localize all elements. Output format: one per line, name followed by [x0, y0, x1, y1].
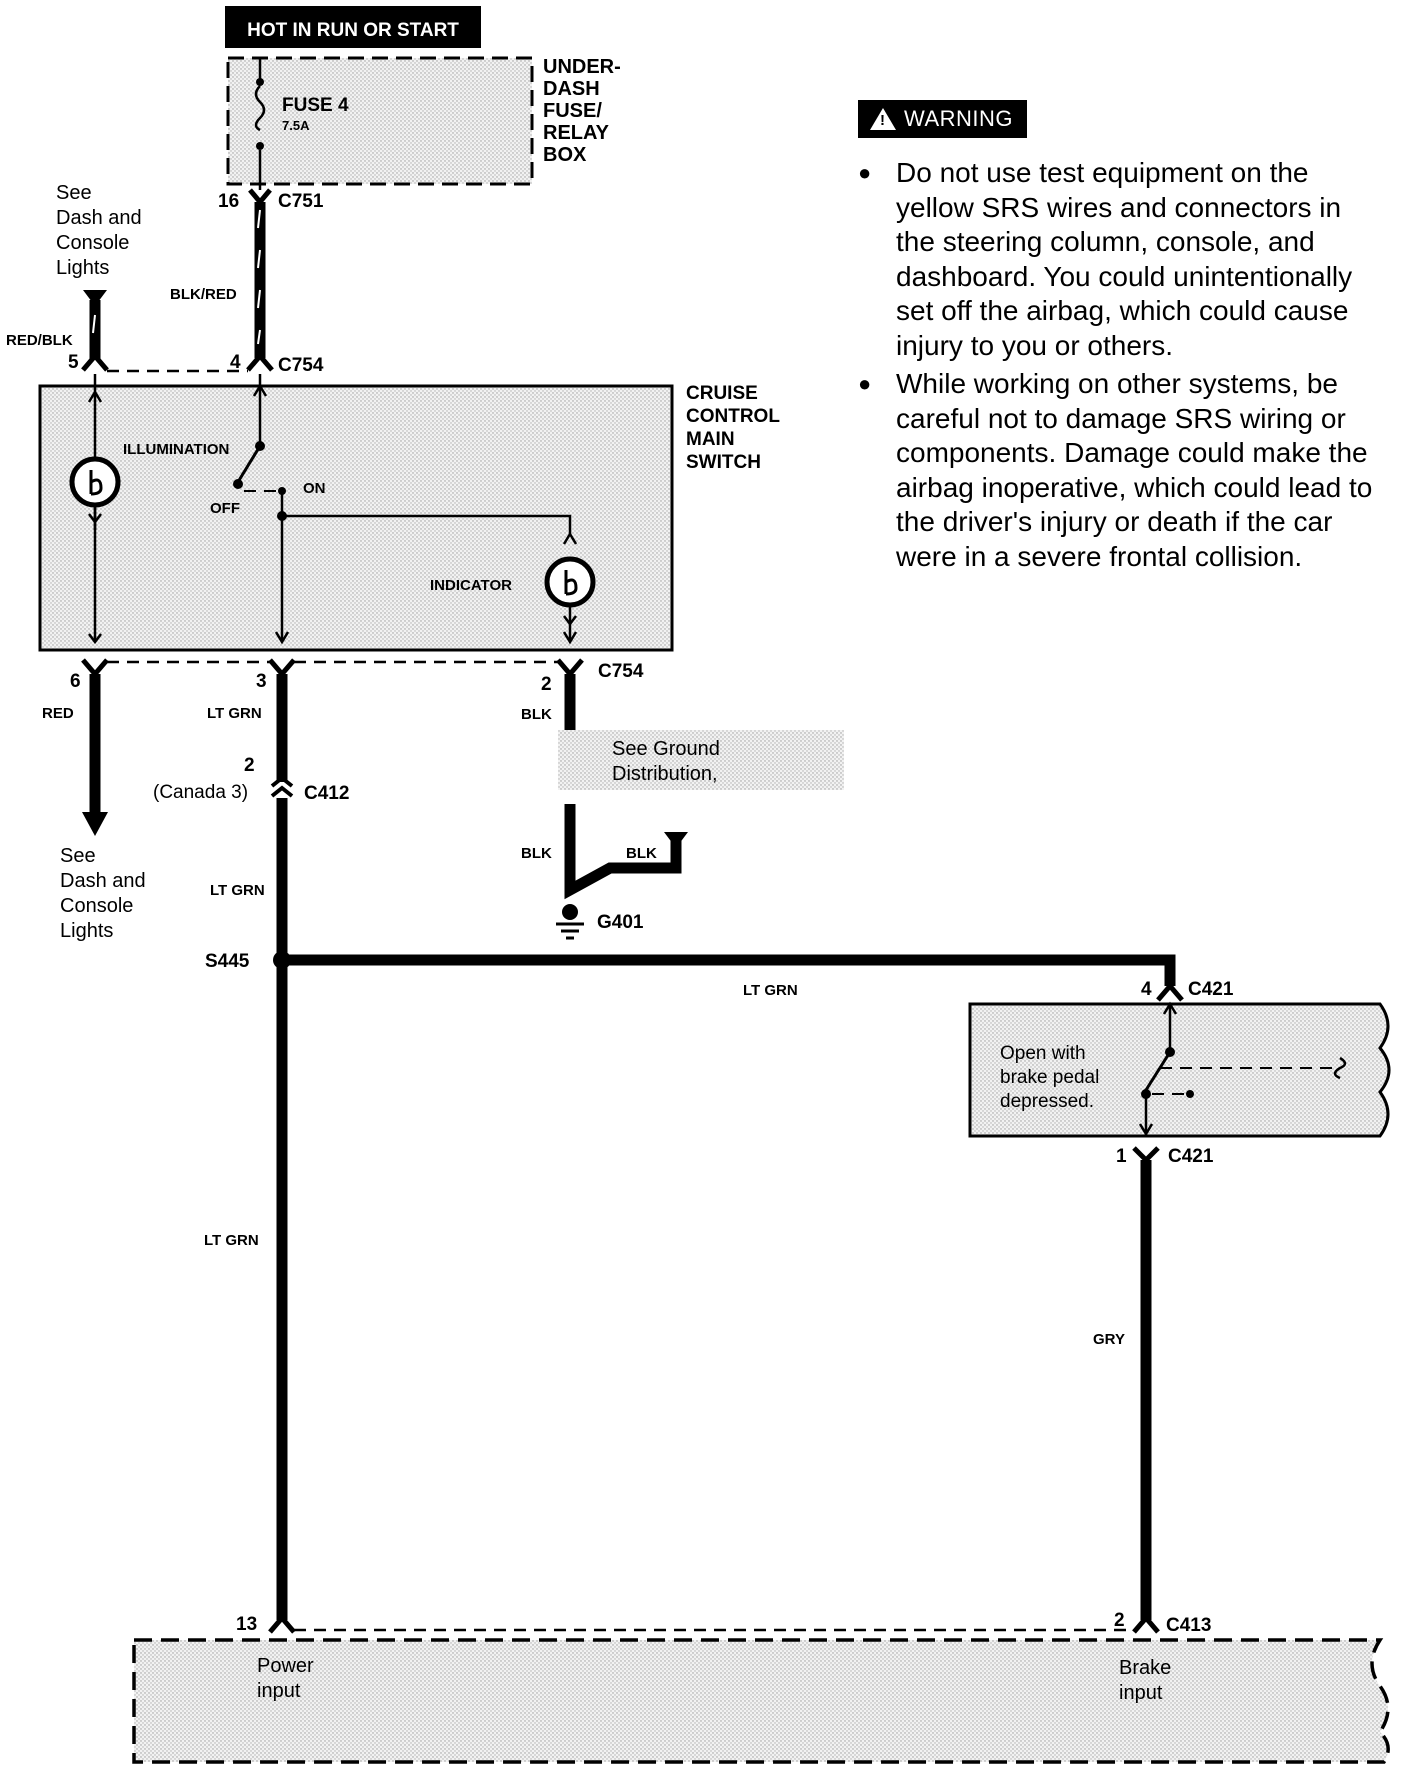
svg-text:LT GRN: LT GRN: [204, 1232, 259, 1249]
warning-badge-text: WARNING: [904, 106, 1014, 131]
power-header-text: HOT IN RUN OR START: [247, 20, 459, 41]
warning-badge: ! WARNING: [858, 100, 1028, 138]
ground-g401-icon: G401: [556, 904, 644, 940]
svg-text:3: 3: [256, 671, 267, 692]
svg-text:GRY: GRY: [1093, 1331, 1125, 1348]
svg-text:13: 13: [236, 1614, 257, 1635]
warning-item: While working on other systems, be caref…: [858, 367, 1378, 574]
ref-dash-console-bottom: See Dash and Console Lights: [60, 845, 151, 942]
svg-text:2: 2: [1114, 1610, 1125, 1631]
wire-label-red-blk: RED/BLK: [6, 332, 73, 349]
ref-dash-console-top: See Dash and Console Lights: [56, 182, 147, 279]
ground-ref-box: [558, 730, 844, 790]
fuse-symbol: [254, 85, 266, 132]
warning-triangle-icon: !: [870, 108, 896, 130]
fuse-name: FUSE 4: [282, 95, 349, 116]
brake-switch-note: Open with brake pedal depressed.: [1000, 1043, 1105, 1112]
cruise-control-unit: Power input Brake input: [132, 1638, 1390, 1764]
indicator-label: INDICATOR: [430, 577, 512, 594]
svg-text:C421: C421: [1188, 979, 1234, 1000]
wire-blk-lower: [564, 804, 682, 900]
switch-off-label: OFF: [210, 500, 240, 517]
brake-pedal-switch: Open with brake pedal depressed.: [968, 1001, 1391, 1138]
brake-input-label: Brake input: [1119, 1657, 1177, 1704]
connector-c421-top: 4 C421: [1141, 979, 1234, 1002]
connector-c751: 16 C751: [218, 188, 324, 212]
switch-title: CRUISE CONTROL MAIN SWITCH: [686, 383, 785, 473]
wire-lt-grn-brake: [282, 954, 1176, 986]
connector-c754-bottom: 6 3 2 C754: [70, 658, 644, 695]
svg-text:4: 4: [230, 352, 241, 373]
svg-text:BLK: BLK: [626, 845, 657, 862]
svg-text:2: 2: [541, 674, 552, 695]
svg-text:C413: C413: [1166, 1615, 1211, 1636]
power-input-label: Power input: [257, 1655, 319, 1702]
indicator-bulb-icon: [544, 556, 596, 608]
svg-text:G401: G401: [597, 912, 644, 933]
ref-ground-distribution: See Ground Distribution,: [612, 738, 725, 785]
switch-on-label: ON: [303, 480, 326, 497]
fuse-box: FUSE 4 7.5A UNDER- DASH FUSE/ RELAY BOX: [226, 56, 626, 190]
svg-text:C754: C754: [598, 661, 644, 682]
svg-text:16: 16: [218, 191, 239, 212]
connector-c413: 13 2 C413: [236, 1610, 1211, 1636]
svg-text:BLK: BLK: [521, 706, 552, 723]
warning-item: Do not use test equipment on the yellow …: [858, 156, 1378, 363]
svg-text:5: 5: [68, 352, 79, 373]
svg-text:C421: C421: [1168, 1146, 1214, 1167]
svg-text:C751: C751: [278, 191, 324, 212]
svg-text:LT GRN: LT GRN: [207, 705, 262, 722]
svg-text:LT GRN: LT GRN: [743, 982, 798, 999]
svg-text:C412: C412: [304, 783, 349, 804]
svg-text:BLK: BLK: [521, 845, 552, 862]
illumination-label: ILLUMINATION: [123, 441, 229, 458]
arrow-to-dash-top: [83, 290, 107, 306]
switch-contact: [236, 445, 262, 483]
connector-c754-top: 5 4 C754: [68, 352, 324, 376]
svg-text:4: 4: [1141, 979, 1152, 1000]
fuse-rating: 7.5A: [282, 118, 310, 133]
cruise-control-main-switch: ILLUMINATION ON OFF INDICATOR CRUISE CON…: [38, 374, 785, 652]
fuse-box-label: UNDER- DASH FUSE/ RELAY BOX: [543, 56, 626, 166]
svg-text:C754: C754: [278, 355, 324, 376]
svg-text:(Canada 3): (Canada 3): [153, 782, 248, 803]
connector-c412: 2 (Canada 3) C412: [153, 755, 349, 804]
wire-label-red: RED: [42, 705, 74, 722]
connector-c421-bottom: 1 C421: [1116, 1146, 1214, 1167]
power-header: HOT IN RUN OR START: [225, 6, 481, 48]
srs-warning-panel: ! WARNING Do not use test equipment on t…: [858, 100, 1378, 578]
svg-text:S445: S445: [205, 951, 250, 972]
warning-list: Do not use test equipment on the yellow …: [858, 156, 1378, 574]
svg-text:LT GRN: LT GRN: [210, 882, 265, 899]
svg-text:6: 6: [70, 671, 81, 692]
svg-text:2: 2: [244, 755, 255, 776]
svg-text:1: 1: [1116, 1146, 1127, 1167]
wire-label-blk-red: BLK/RED: [170, 286, 237, 303]
illumination-bulb-icon: [69, 456, 121, 508]
